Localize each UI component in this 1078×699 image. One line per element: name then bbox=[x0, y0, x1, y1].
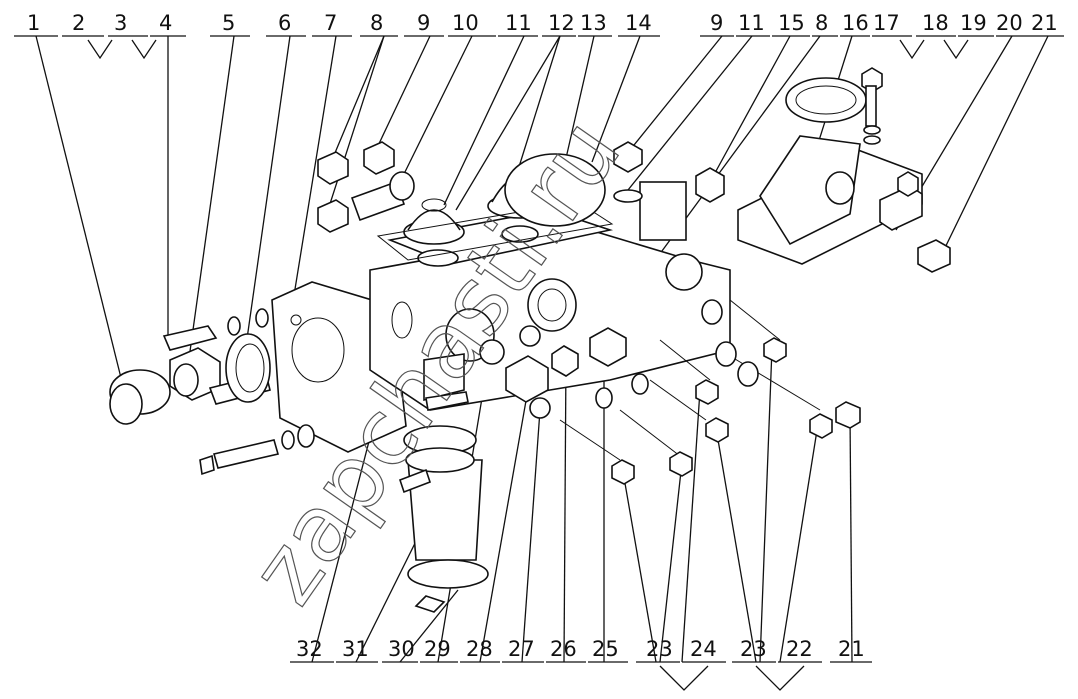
label-5: 5 bbox=[222, 11, 235, 35]
part-plug-9 bbox=[613, 141, 725, 203]
label-8b: 8 bbox=[815, 11, 828, 35]
label-23a: 23 bbox=[646, 637, 673, 661]
label-29: 29 bbox=[424, 637, 451, 661]
label-8: 8 bbox=[370, 11, 383, 35]
label-12: 12 bbox=[548, 11, 575, 35]
part-sensor-20 bbox=[879, 171, 923, 231]
part-hose-31 bbox=[398, 425, 489, 613]
label-9b: 9 bbox=[710, 11, 723, 35]
label-9: 9 bbox=[417, 11, 430, 35]
label-19: 19 bbox=[960, 11, 987, 35]
part-fittings-25-28 bbox=[479, 325, 627, 419]
label-7: 7 bbox=[324, 11, 337, 35]
label-11: 11 bbox=[505, 11, 532, 35]
part-bolt-17 bbox=[861, 67, 883, 145]
label-25: 25 bbox=[592, 637, 619, 661]
label-22: 22 bbox=[786, 637, 813, 661]
label-4: 4 bbox=[159, 11, 172, 35]
label-31: 31 bbox=[342, 637, 369, 661]
label-1: 1 bbox=[27, 11, 40, 35]
part-gasket-5 bbox=[225, 308, 271, 403]
part-fittings-8-11 bbox=[317, 141, 415, 233]
label-28: 28 bbox=[466, 637, 493, 661]
label-3: 3 bbox=[114, 11, 127, 35]
label-13: 13 bbox=[580, 11, 607, 35]
part-plug-21 bbox=[917, 239, 951, 273]
part-bolts-23 bbox=[199, 299, 861, 485]
leader-lines bbox=[35, 35, 1049, 663]
label-24: 24 bbox=[690, 637, 717, 661]
label-17: 17 bbox=[873, 11, 900, 35]
label-11b: 11 bbox=[738, 11, 765, 35]
label-10: 10 bbox=[452, 11, 479, 35]
label-14: 14 bbox=[625, 11, 652, 35]
part-o-ring-14 bbox=[504, 153, 606, 227]
label-27: 27 bbox=[508, 637, 535, 661]
label-6: 6 bbox=[278, 11, 291, 35]
part-thermostat-left bbox=[403, 198, 465, 267]
part-plug-1 bbox=[109, 369, 171, 425]
bottom-labels: 32 31 30 29 28 27 26 25 23 24 23 22 21 bbox=[290, 637, 872, 691]
parts bbox=[109, 67, 951, 613]
part-outlet-cover-16 bbox=[737, 77, 923, 265]
top-labels: 1 2 3 4 5 6 7 8 9 10 11 12 13 14 9 11 15… bbox=[14, 11, 1064, 60]
part-gasket-plate-13 bbox=[376, 201, 614, 261]
label-2: 2 bbox=[72, 11, 85, 35]
label-16: 16 bbox=[842, 11, 869, 35]
label-32: 32 bbox=[296, 637, 323, 661]
label-18: 18 bbox=[922, 11, 949, 35]
label-20: 20 bbox=[996, 11, 1023, 35]
label-21: 21 bbox=[1031, 11, 1058, 35]
label-26: 26 bbox=[550, 637, 577, 661]
part-pipe-32 bbox=[423, 353, 469, 411]
label-15: 15 bbox=[778, 11, 805, 35]
